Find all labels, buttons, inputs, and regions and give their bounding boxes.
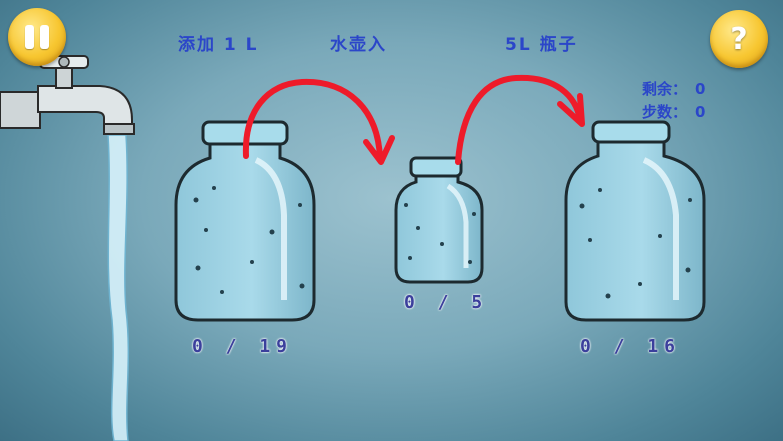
water-stream (107, 134, 130, 441)
arrow-middle-to-right (455, 74, 583, 165)
task-add-water: 添加 1 L (178, 35, 259, 55)
stat-remaining: 剩余：0 (642, 80, 706, 98)
jar-left-label: 0 / 19 (192, 336, 294, 357)
question-icon: ? (730, 21, 748, 57)
jar-right-label: 0 / 16 (580, 336, 682, 357)
task-pour-in: 水壶入 (330, 35, 387, 55)
pour-arrows (242, 74, 585, 165)
jar-large-left[interactable] (174, 120, 316, 322)
pause-button[interactable] (8, 8, 66, 66)
jar-large-right[interactable] (564, 120, 706, 322)
stat-steps: 步数：0 (642, 103, 706, 121)
jar-small-middle[interactable] (394, 156, 484, 284)
arrow-left-to-middle (242, 78, 383, 161)
jar-middle-label: 0 / 5 (404, 292, 489, 313)
task-target-bottle: 5L 瓶子 (505, 35, 578, 55)
help-button[interactable]: ? (710, 10, 768, 68)
stats-panel: 剩余：0 步数：0 (642, 78, 705, 124)
pause-icon (22, 25, 52, 49)
